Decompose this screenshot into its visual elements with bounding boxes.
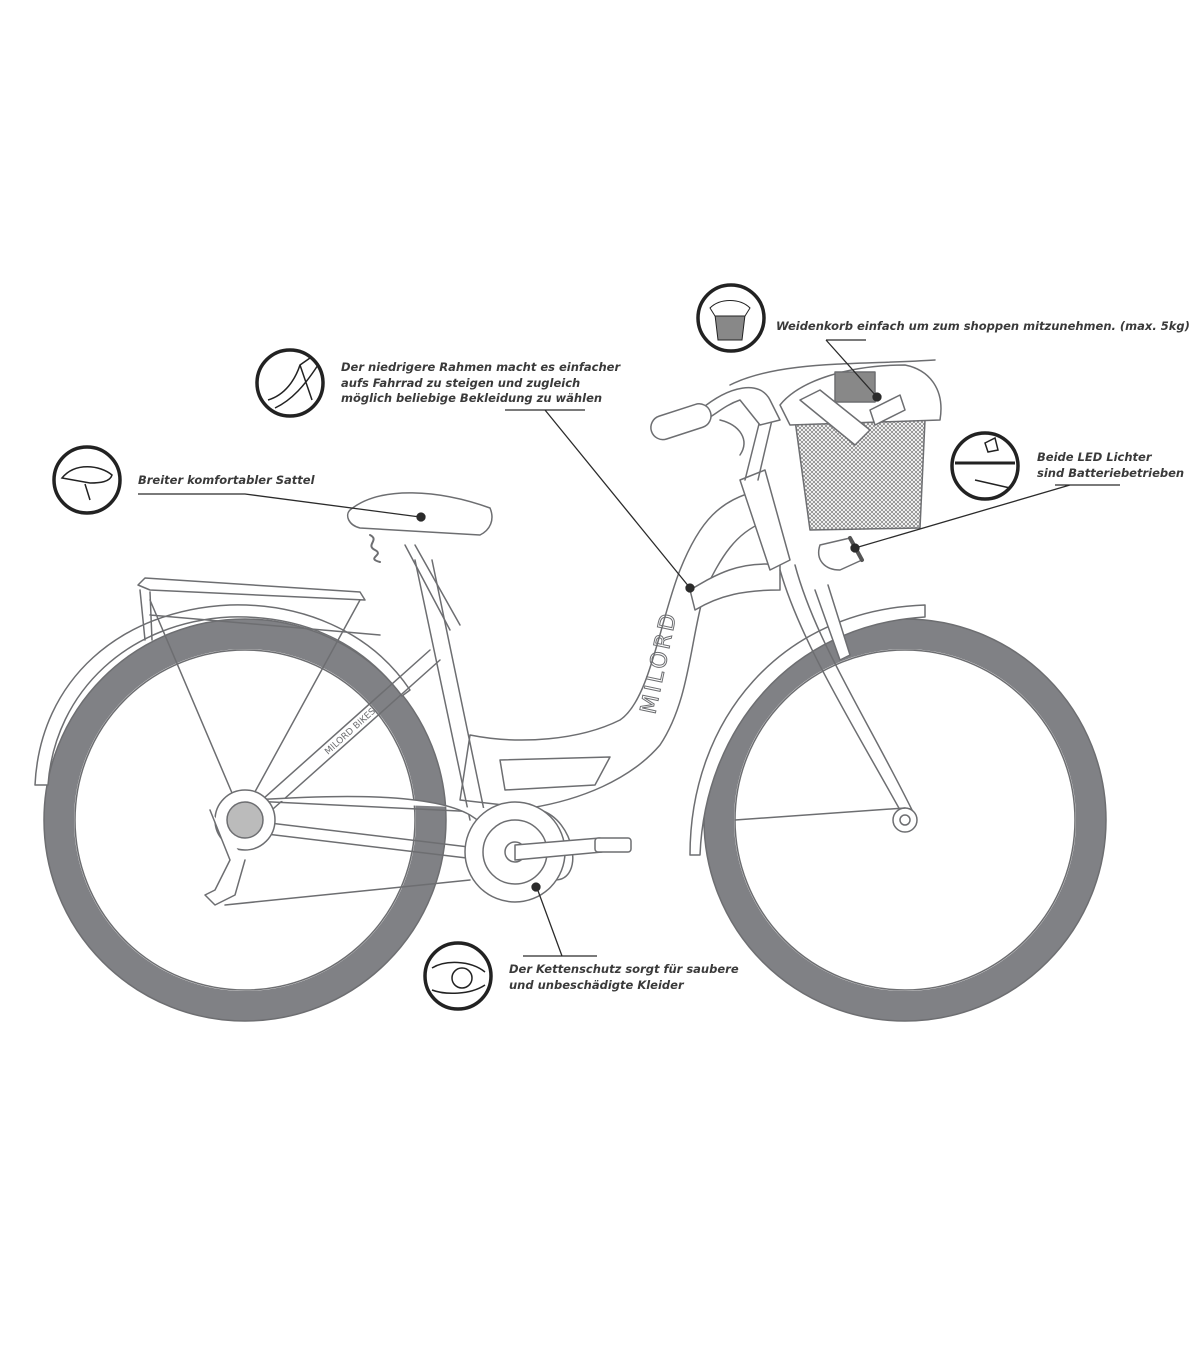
pedal	[594, 837, 632, 853]
saddle-leader	[138, 493, 421, 518]
frame-leader	[505, 409, 691, 589]
rear-fender	[34, 604, 411, 786]
callout-line: aufs Fahrrad zu steigen und zugleich	[341, 375, 581, 390]
rear-derailleur	[204, 789, 276, 906]
front-light	[818, 537, 863, 571]
rear-wheel	[43, 618, 447, 1022]
callout-line: sind Batteriebetrieben	[1037, 465, 1185, 480]
basket-callout-text: Weidenkorb einfach um zum shoppen mitzun…	[776, 319, 1190, 335]
seatpost	[404, 544, 461, 631]
saddle-callout-text: Breiter komfortabler Sattel	[138, 473, 315, 489]
callout-line: Der niedrigere Rahmen macht es einfacher	[341, 360, 621, 374]
callout-line: möglich beliebige Bekleidung zu wählen	[341, 391, 603, 405]
basket-leader	[825, 339, 878, 398]
fork	[779, 564, 913, 811]
lights-leader	[854, 484, 1120, 549]
head-tube	[739, 469, 791, 571]
chainguard-leader	[523, 887, 597, 957]
grip	[650, 403, 712, 441]
basket	[779, 364, 942, 531]
callout-line: Der Kettenschutz sorgt für saubere	[509, 962, 739, 976]
callout-line: Beide LED Lichter	[1037, 450, 1152, 464]
front-fender	[689, 604, 926, 856]
rear-rack	[137, 577, 381, 811]
seat-tube	[414, 559, 486, 821]
lights-callout-text: Beide LED Lichter sind Batteriebetrieben	[1037, 450, 1184, 481]
callout-line: Weidenkorb einfach um zum shoppen mitzun…	[776, 319, 1190, 333]
frame-icon	[255, 348, 325, 418]
chain	[224, 799, 481, 906]
stem	[744, 419, 773, 481]
chainguard-icon	[423, 941, 493, 1011]
basket-icon	[696, 283, 766, 353]
chainguard-callout-text: Der Kettenschutz sorgt für saubere und u…	[509, 962, 739, 993]
brake-lever	[719, 419, 745, 456]
saddle-icon	[52, 445, 122, 515]
frame-callout-text: Der niedrigere Rahmen macht es einfacher…	[341, 360, 620, 407]
callout-line: und unbeschädigte Kleider	[509, 977, 684, 992]
callout-line: Breiter komfortabler Sattel	[138, 473, 315, 487]
handlebar	[699, 386, 781, 426]
stay-logo: MILORD BIKES	[323, 707, 378, 758]
led-light-icon	[950, 431, 1020, 501]
